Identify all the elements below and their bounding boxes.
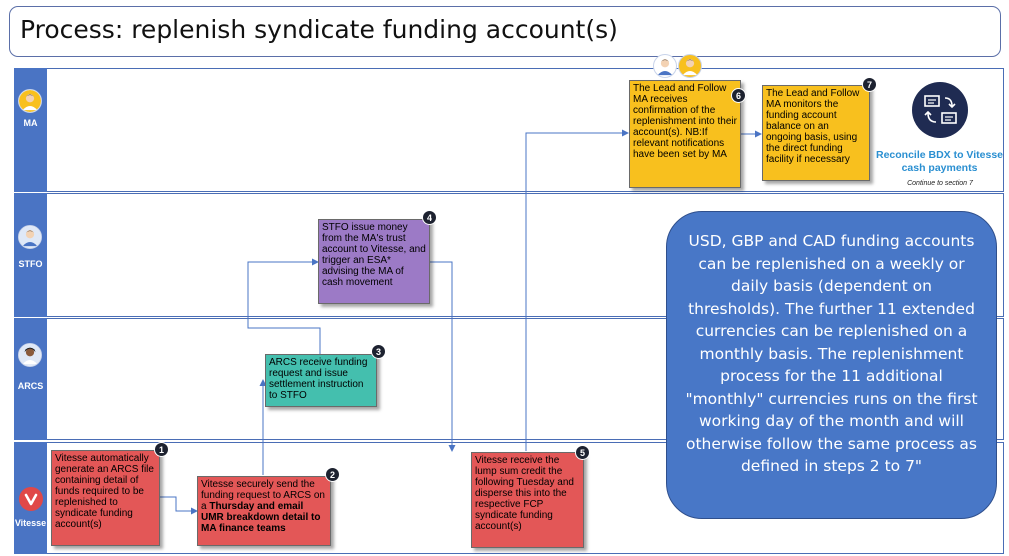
- step-7-badge: 7: [862, 77, 877, 92]
- lane-label-ma: MA: [23, 118, 38, 128]
- two-people-icon-second: [678, 54, 702, 78]
- step-2-badge: 2: [325, 467, 340, 482]
- step-3-box: ARCS receive funding request and issue s…: [265, 354, 377, 407]
- two-people-icon: [653, 54, 677, 78]
- step-6-badge: 6: [731, 88, 746, 103]
- lane-bar-ma: [14, 68, 47, 192]
- ma-avatar-icon: [18, 89, 42, 113]
- note-bubble: USD, GBP and CAD funding accounts can be…: [666, 211, 997, 519]
- step-1-text: Vitesse automatically generate an ARCS f…: [55, 453, 154, 530]
- step-5-box: Vitesse receive the lump sum credit the …: [471, 452, 584, 548]
- step-1-badge: 1: [154, 442, 169, 457]
- arcs-avatar-icon: [18, 343, 42, 367]
- continue-label: Continue to section 7: [907, 180, 973, 187]
- step-4-badge: 4: [422, 210, 437, 225]
- step-3-text: ARCS receive funding request and issue s…: [269, 357, 368, 401]
- step-2-text-a: Vitesse securely send the funding reques…: [201, 479, 325, 512]
- reconcile-documents-icon: [912, 82, 968, 138]
- stfo-avatar-icon: [18, 225, 42, 249]
- lane-bar-arcs: [14, 318, 47, 440]
- note-text: USD, GBP and CAD funding accounts can be…: [685, 232, 978, 475]
- lane-bar-stfo: [14, 193, 47, 317]
- reconcile-label: Reconcile BDX to Vitesse cash payments: [875, 149, 1004, 174]
- step-5-badge: 5: [575, 445, 590, 460]
- lane-label-stfo: STFO: [18, 259, 43, 269]
- step-1-box: Vitesse automatically generate an ARCS f…: [51, 450, 160, 546]
- step-7-box: The Lead and Follow MA monitors the fund…: [762, 85, 870, 181]
- step-3-badge: 3: [371, 344, 386, 359]
- step-2-box: Vitesse securely send the funding reques…: [197, 476, 331, 546]
- lane-label-vitesse: Vitesse: [14, 518, 47, 528]
- step-5-text: Vitesse receive the lump sum credit the …: [475, 455, 574, 532]
- page-title: Process: replenish syndicate funding acc…: [9, 6, 1001, 57]
- step-6-box: The Lead and Follow MA receives confirma…: [629, 80, 741, 188]
- step-4-box: STFO issue money from the MA's trust acc…: [318, 219, 430, 304]
- vitesse-logo-icon: [19, 487, 43, 511]
- lane-label-arcs: ARCS: [17, 381, 44, 391]
- step-6-text: The Lead and Follow MA receives confirma…: [633, 83, 737, 160]
- step-2-text-b: Thursday and email UMR breakdown detail …: [201, 501, 321, 534]
- step-7-text: The Lead and Follow MA monitors the fund…: [766, 88, 860, 165]
- step-4-text: STFO issue money from the MA's trust acc…: [322, 222, 426, 288]
